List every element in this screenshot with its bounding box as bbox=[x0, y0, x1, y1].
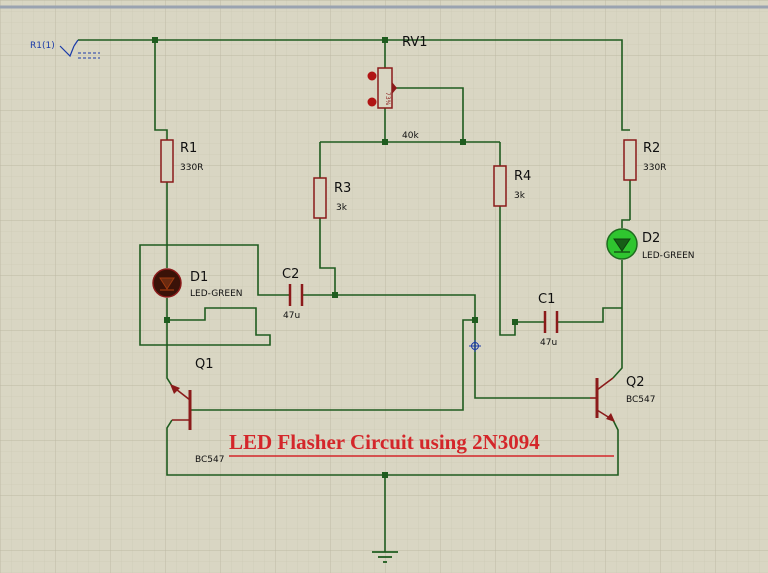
increase-control-icon[interactable] bbox=[367, 71, 377, 81]
r1-value: 330R bbox=[180, 163, 203, 173]
resistor-r2[interactable]: R2 330R bbox=[623, 139, 666, 181]
q1-value: BC547 bbox=[195, 455, 224, 465]
wires bbox=[78, 39, 631, 552]
d2-value: LED-GREEN bbox=[642, 251, 695, 261]
c2-ref: C2 bbox=[282, 267, 299, 282]
resistor-r4[interactable]: R4 3k bbox=[493, 165, 531, 207]
potentiometer-rv1[interactable]: 73% RV1 40k bbox=[367, 35, 428, 141]
d2-ref: D2 bbox=[642, 231, 660, 246]
c2-value: 47u bbox=[283, 311, 300, 321]
r2-value: 330R bbox=[643, 163, 666, 173]
power-terminal[interactable]: R1(1) bbox=[30, 39, 100, 59]
junction-dots bbox=[152, 37, 518, 478]
transistor-q1[interactable]: Q1 BC547 bbox=[170, 357, 224, 465]
rv1-ref: RV1 bbox=[402, 35, 428, 50]
led-d1[interactable]: D1 LED-GREEN bbox=[152, 268, 243, 299]
decrease-control-icon[interactable] bbox=[367, 97, 377, 107]
r4-value: 3k bbox=[514, 191, 526, 201]
q1-ref: Q1 bbox=[195, 357, 214, 372]
resistor-r3[interactable]: R3 3k bbox=[313, 177, 351, 219]
rv1-percent: 73% bbox=[384, 92, 391, 106]
d1-ref: D1 bbox=[190, 270, 208, 285]
r4-ref: R4 bbox=[514, 169, 531, 184]
terminal-label: R1(1) bbox=[30, 41, 55, 51]
probe-marker-icon[interactable] bbox=[469, 340, 481, 352]
q2-ref: Q2 bbox=[626, 375, 645, 390]
title-block: LED Flasher Circuit using 2N3094 bbox=[229, 430, 614, 457]
transistor-q2[interactable]: Q2 BC547 bbox=[590, 375, 655, 422]
capacitor-c1[interactable]: C1 47u bbox=[538, 292, 559, 348]
resistor-r1[interactable]: R1 330R bbox=[160, 139, 203, 183]
c1-value: 47u bbox=[540, 338, 557, 348]
led-d2[interactable]: D2 LED-GREEN bbox=[606, 228, 695, 261]
r2-ref: R2 bbox=[643, 141, 660, 156]
c1-ref: C1 bbox=[538, 292, 555, 307]
d1-value: LED-GREEN bbox=[190, 289, 243, 299]
q2-value: BC547 bbox=[626, 395, 655, 405]
diagram-title: LED Flasher Circuit using 2N3094 bbox=[229, 430, 540, 454]
capacitor-c2[interactable]: C2 47u bbox=[282, 267, 304, 321]
ground-icon bbox=[372, 551, 398, 563]
rv1-value: 40k bbox=[402, 131, 419, 141]
r1-ref: R1 bbox=[180, 141, 197, 156]
r3-ref: R3 bbox=[334, 181, 351, 196]
r3-value: 3k bbox=[336, 203, 348, 213]
